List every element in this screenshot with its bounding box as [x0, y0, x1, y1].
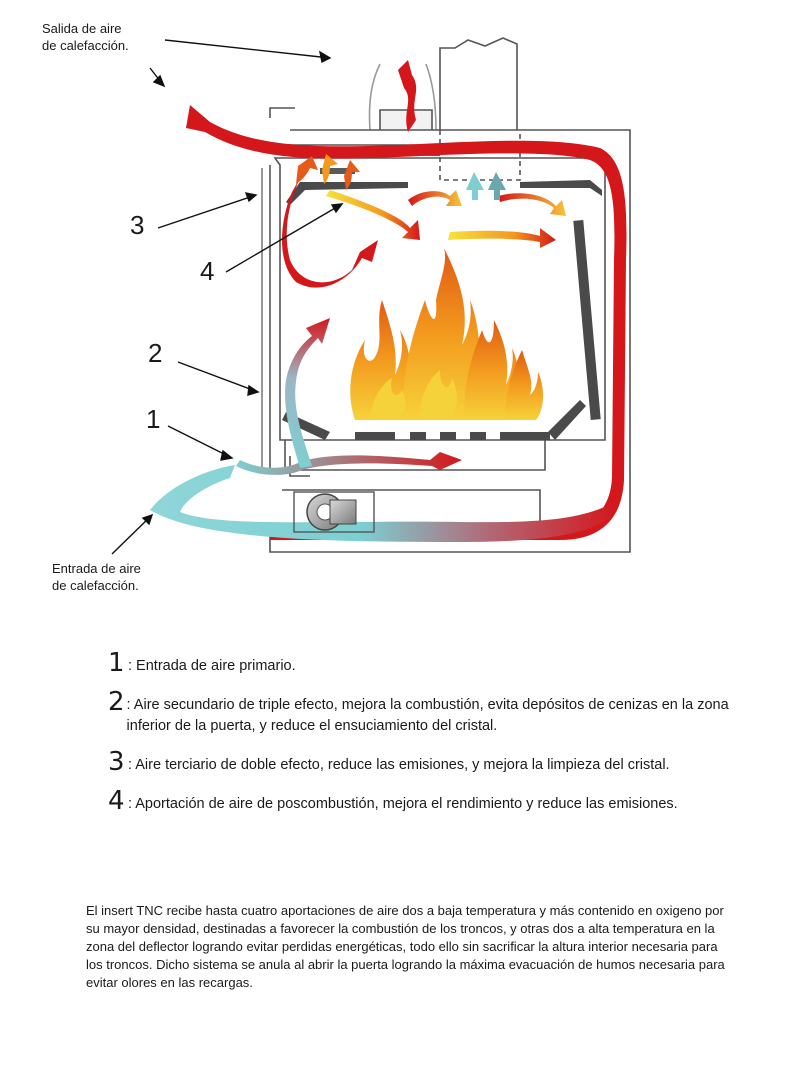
- legend: 1 : Entrada de aire primario. 2 : Aire s…: [108, 650, 748, 827]
- legend-number: 1: [108, 648, 125, 678]
- legend-item: 2 : Aire secundario de triple efecto, me…: [108, 689, 748, 737]
- legend-item: 1 : Entrada de aire primario.: [108, 650, 748, 677]
- callout-number-2: 2: [148, 338, 163, 368]
- legend-text: : Aire terciario de doble efecto, reduce…: [128, 757, 670, 773]
- pointer-arrows: [111, 39, 344, 555]
- callout-number-1: 1: [146, 404, 161, 434]
- outer-casing: [261, 107, 631, 553]
- inlet-label: Entrada de aire de calefacción.: [52, 561, 141, 593]
- legend-number: 3: [108, 747, 125, 777]
- legend-item: 3 : Aire terciario de doble efecto, redu…: [108, 749, 748, 776]
- hot-air-convection-flow: [186, 105, 627, 540]
- legend-text: : Aire secundario de triple efecto, mejo…: [126, 697, 729, 734]
- top-swirl-arrows: [296, 154, 506, 200]
- legend-text: : Aportación de aire de poscombustión, m…: [128, 796, 678, 812]
- legend-number: 2: [108, 687, 125, 717]
- description-paragraph: El insert TNC recibe hasta cuatro aporta…: [86, 903, 725, 990]
- post-combustion-air-flow: [282, 178, 378, 288]
- hot-air-outlet-arrow: [398, 60, 417, 132]
- callout-number-4: 4: [200, 256, 215, 286]
- legend-number: 4: [108, 786, 125, 816]
- chimney: [368, 37, 518, 131]
- cold-air-inlet-flow: [150, 465, 618, 542]
- fan: [293, 491, 375, 533]
- legend-item: 4 : Aportación de aire de poscombustión,…: [108, 788, 748, 815]
- legend-text: : Entrada de aire primario.: [128, 658, 296, 674]
- secondary-air-flow: [285, 318, 330, 468]
- outlet-label: Salida de aire de calefacción.: [42, 21, 129, 53]
- primary-air-flow: [236, 452, 462, 475]
- flames: [350, 248, 544, 420]
- stove-air-flow-diagram: [111, 37, 631, 555]
- tertiary-air-flows: [326, 190, 566, 248]
- callout-number-3: 3: [130, 210, 145, 240]
